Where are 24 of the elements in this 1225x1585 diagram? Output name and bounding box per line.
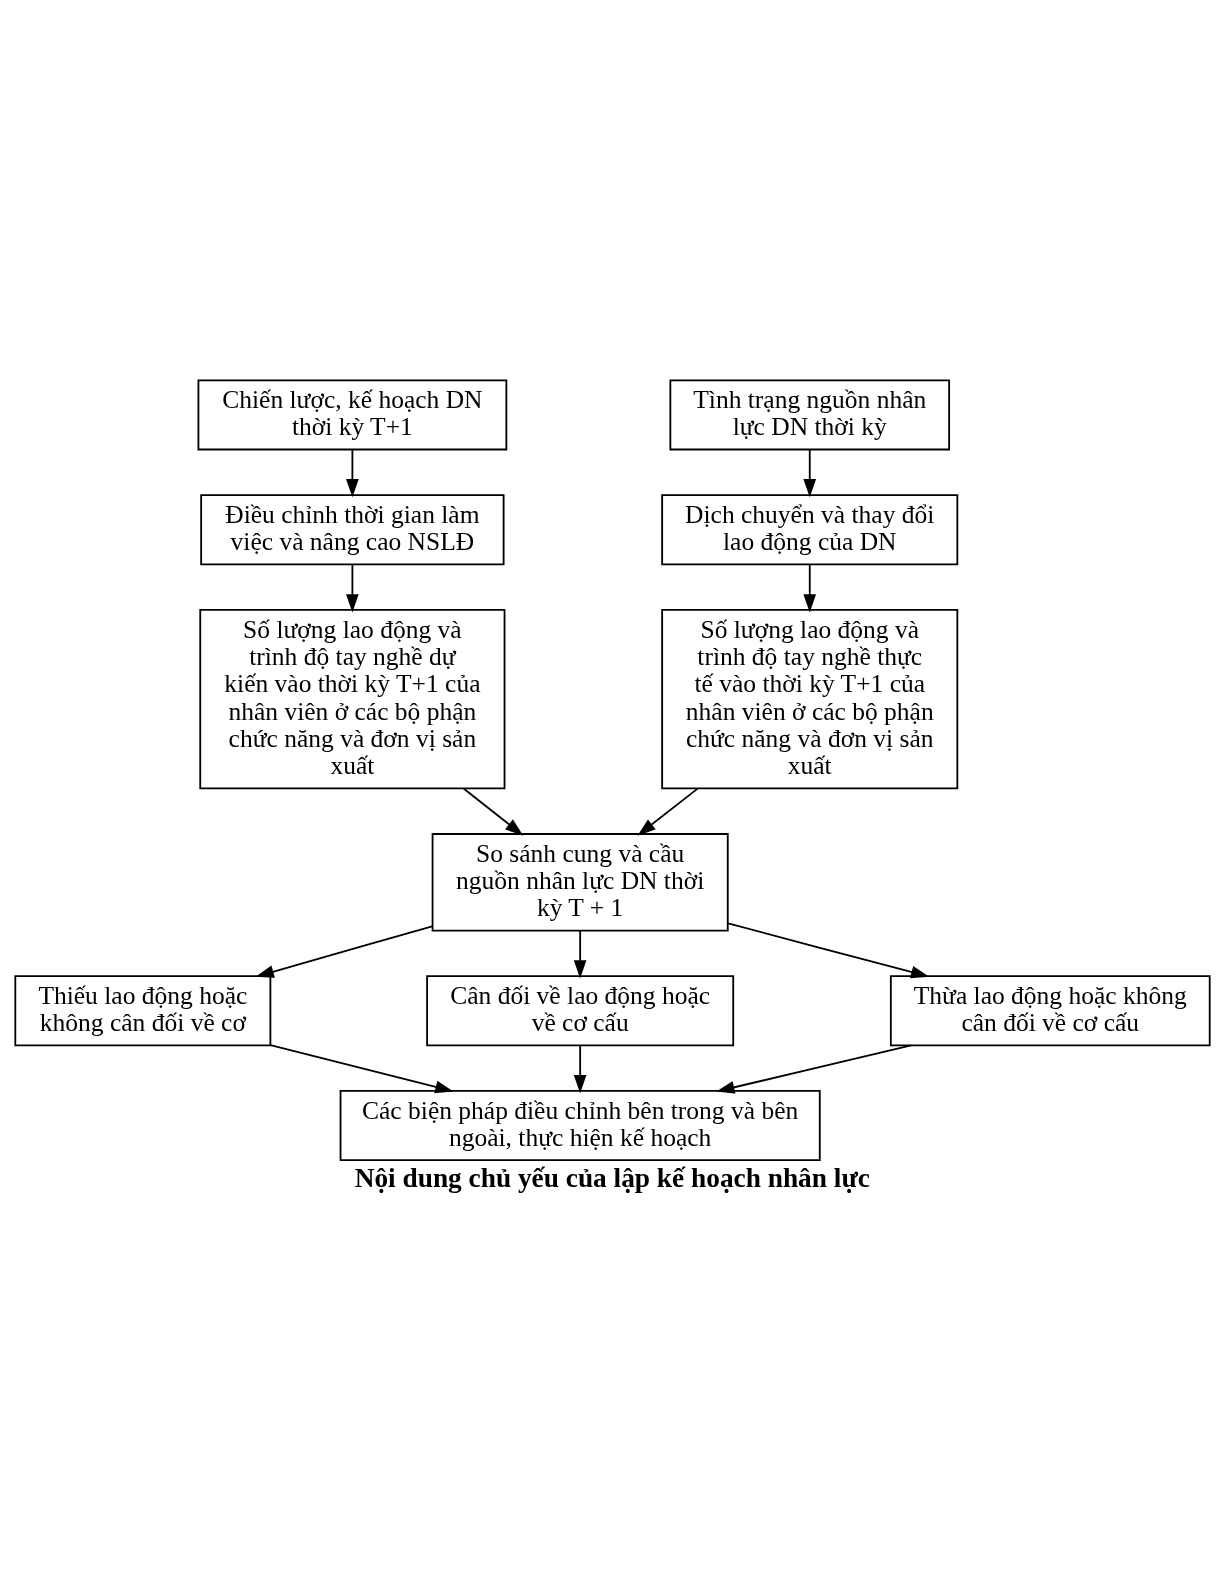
node-box: So sánh cung và cầu nguồn nhân lực DN thời kỳ T + 1 — [431, 832, 729, 931]
node-box: Số lượng lao động và trình độ tay nghề dự kiến vào thời kỳ T+1 của nhân viên ở các bộ phận chức năng và đơn vị sản xuất — [199, 608, 506, 789]
arrow — [637, 787, 699, 836]
arrow — [346, 448, 359, 497]
node-box: Điều chỉnh thời gian làm việc và nâng cao NSLĐ — [200, 493, 505, 565]
arrow — [462, 787, 524, 836]
arrow — [269, 1043, 454, 1093]
node-box: Tình trạng nguồn nhân lực DN thời kỳ — [669, 378, 951, 450]
node-box: Số lượng lao động và trình độ tay nghề thực tế vào thời kỳ T+1 của nhân viên ở các bộ phận chức năng và đơn vị sản xuất — [661, 608, 959, 789]
arrow — [803, 563, 817, 612]
arrow — [727, 922, 930, 978]
node-box: Các biện pháp điều chỉnh bên trong và bên ngoài, thực hiện kế hoạch — [339, 1089, 821, 1161]
node-box: Thừa lao động hoặc không cân đối về cơ cấu — [889, 974, 1211, 1046]
arrow — [716, 1044, 913, 1094]
caption: Nội dung chủ yếu của lập kế hoạch nhân lực — [354, 1162, 870, 1193]
arrow — [573, 929, 587, 978]
node-box: Dịch chuyển và thay đổi lao động của DN — [661, 493, 959, 565]
arrow — [346, 563, 359, 612]
arrow — [573, 1044, 587, 1093]
node-box: Cân đối về lao động hoặc về cơ cấu — [426, 974, 735, 1046]
arrow — [255, 924, 434, 978]
arrow — [803, 448, 817, 497]
node-box: Chiến lược, kế hoạch DN thời kỳ T+1 — [197, 378, 508, 450]
node-box: Thiếu lao động hoặc không cân đối về cơ — [14, 974, 272, 1046]
